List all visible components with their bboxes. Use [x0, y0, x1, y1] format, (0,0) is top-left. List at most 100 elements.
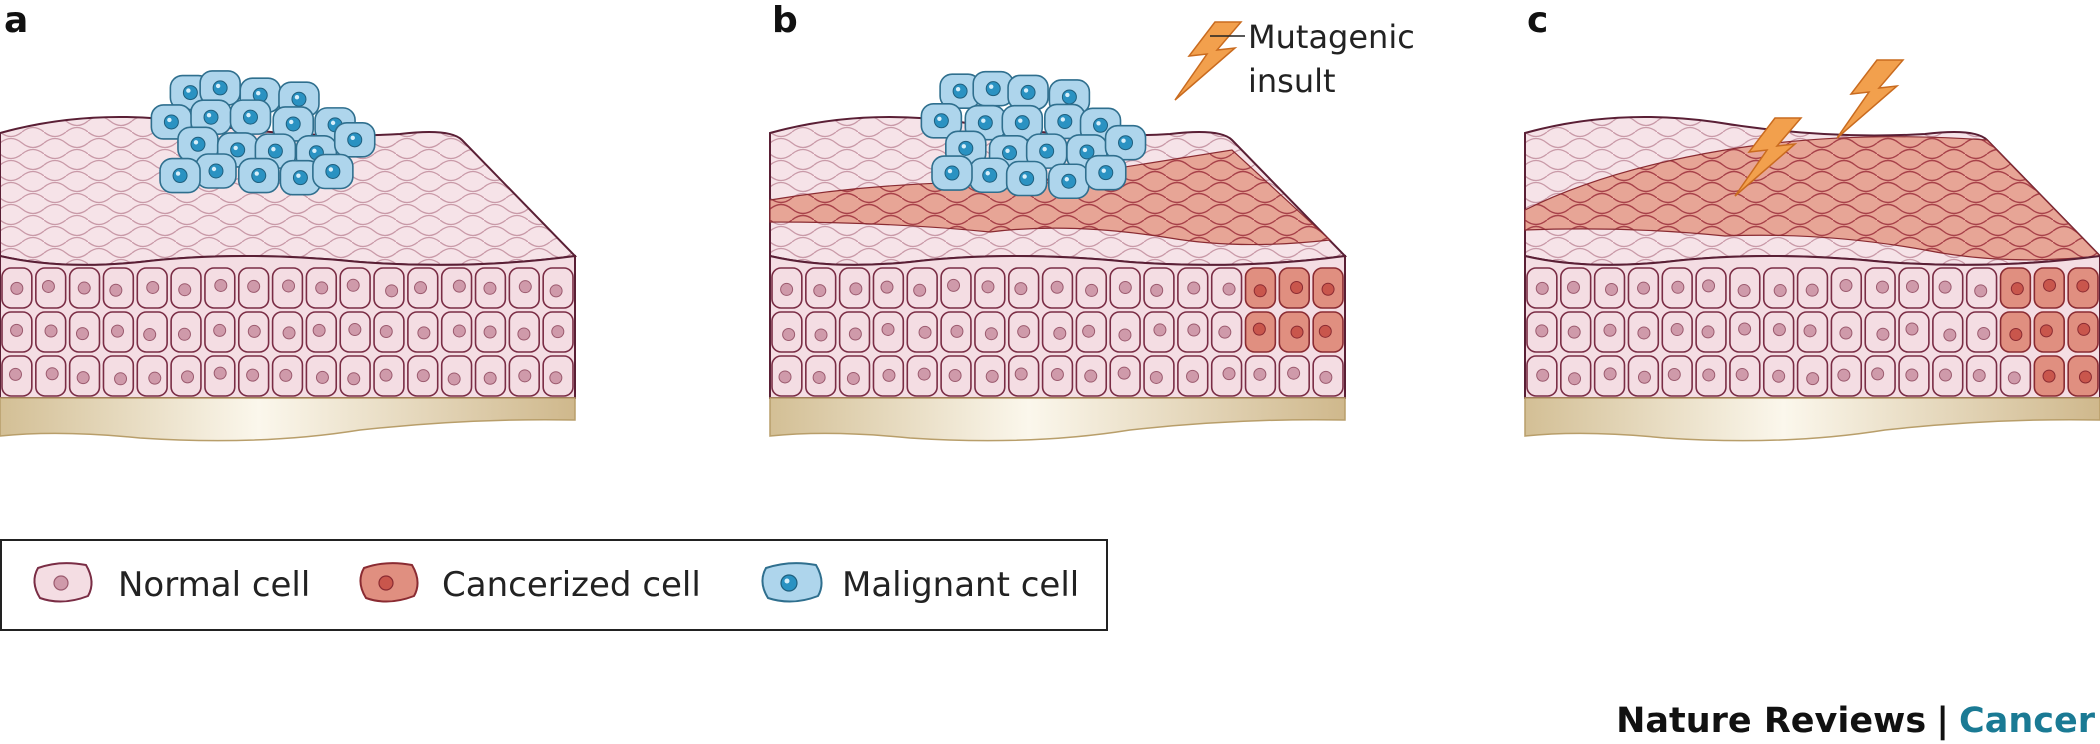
cell-nucleus: [190, 136, 206, 152]
cell-nucleus: [1318, 324, 1332, 338]
nucleolus: [246, 112, 251, 118]
cell-nucleus: [950, 324, 964, 338]
cell-nucleus: [981, 280, 995, 294]
cell-nucleus: [347, 132, 363, 148]
cell-nucleus: [163, 114, 179, 130]
cell-nucleus: [279, 368, 293, 382]
cell-nucleus: [952, 83, 968, 99]
cell-nucleus: [984, 327, 998, 341]
basement-membrane: [0, 397, 576, 442]
cell-nucleus: [1017, 325, 1031, 339]
cell-nucleus: [1084, 369, 1098, 383]
cell-nucleus: [181, 370, 195, 384]
cell-nucleus: [2076, 279, 2090, 293]
cell-nucleus: [1637, 370, 1651, 384]
cell-nucleus: [347, 372, 361, 386]
cell-nucleus: [267, 143, 283, 159]
cell-nucleus: [1603, 323, 1617, 337]
cell-nucleus: [483, 325, 497, 339]
annotation-line-1: Mutagenic: [1248, 18, 1415, 56]
nucleolus: [167, 117, 172, 123]
cell-nucleus: [483, 281, 497, 295]
cell-nucleus: [2042, 369, 2056, 383]
cell-nucleus: [41, 279, 55, 293]
cell-nucleus: [944, 165, 960, 181]
cell-nucleus: [1977, 327, 1991, 341]
cell-nucleus: [1806, 372, 1820, 386]
cell-nucleus: [1876, 327, 1890, 341]
nucleolus: [985, 171, 990, 176]
cell-nucleus: [346, 278, 360, 292]
cell-nucleus: [251, 168, 267, 184]
cell-nucleus: [549, 371, 563, 385]
legend-normal-icon: [33, 562, 93, 603]
legend-malignant-label: Malignant cell: [842, 565, 1079, 605]
nucleolus: [215, 83, 221, 89]
cell-nucleus: [348, 323, 362, 337]
cell-nucleus: [44, 324, 58, 338]
malignant-cell-cluster: [920, 70, 1147, 200]
cell-nucleus: [1061, 89, 1077, 105]
cell-nucleus: [1253, 284, 1267, 298]
cell-nucleus: [778, 370, 792, 384]
legend-cancerized-label: Cancerized cell: [442, 565, 701, 605]
brand-credit: Nature Reviews|Cancer: [1616, 701, 2096, 741]
cell-nucleus: [2007, 371, 2021, 385]
cell-nucleus: [985, 81, 1001, 97]
cell-nucleus: [551, 325, 565, 339]
cell-nucleus: [1014, 367, 1028, 381]
cell-nucleus: [2043, 278, 2057, 292]
cell-nucleus: [77, 281, 91, 295]
cell-nucleus: [110, 324, 124, 338]
cell-nucleus: [1702, 279, 1716, 293]
annotation-line-2: insult: [1248, 62, 1336, 100]
nucleolus: [947, 168, 953, 174]
cell-nucleus: [1735, 368, 1749, 382]
cell-nucleus: [1875, 280, 1889, 294]
nucleolus: [233, 145, 238, 151]
cell-nucleus: [1805, 283, 1819, 297]
cell-nucleus: [452, 324, 466, 338]
cell-nucleus: [315, 281, 329, 295]
cell-nucleus: [1085, 283, 1099, 297]
cell-nucleus: [1253, 367, 1267, 381]
cell-nucleus: [208, 163, 224, 179]
cell-nucleus: [45, 367, 59, 381]
cell-nucleus: [75, 327, 89, 341]
cell-nucleus: [177, 327, 191, 341]
cell-nucleus: [282, 279, 296, 293]
cell-nucleus: [1061, 173, 1077, 189]
cell-nucleus: [814, 328, 828, 342]
cell-nucleus: [282, 326, 296, 340]
nucleolus: [186, 88, 191, 93]
nucleolus: [256, 90, 261, 96]
cell-nucleus: [291, 91, 307, 107]
cell-nucleus: [1118, 135, 1134, 151]
cell-nucleus: [416, 369, 430, 383]
cell-nucleus: [1567, 325, 1581, 339]
cell-nucleus: [846, 371, 860, 385]
cell-nucleus: [178, 283, 192, 297]
cell-nucleus: [214, 278, 228, 292]
cell-nucleus: [1014, 282, 1028, 296]
cell-nucleus: [1839, 279, 1853, 293]
cell-nucleus: [2077, 322, 2091, 336]
cell-nucleus: [114, 372, 128, 386]
cell-nucleus: [246, 368, 260, 382]
panels: [0, 59, 2100, 442]
panel-label-b: b: [772, 0, 798, 41]
cell-nucleus: [10, 281, 24, 295]
cell-nucleus: [1535, 324, 1549, 338]
nucleolus: [289, 119, 294, 125]
panel-label-c: c: [1527, 0, 1548, 41]
cell-nucleus: [1905, 322, 1919, 336]
cell-nucleus: [325, 163, 341, 179]
cell-nucleus: [518, 369, 532, 383]
cell-nucleus: [882, 368, 896, 382]
panel-label-a: a: [4, 0, 28, 41]
nucleolus: [350, 135, 355, 141]
nucleolus: [961, 144, 967, 149]
cell-nucleus: [1773, 284, 1787, 298]
cell-nucleus: [977, 115, 993, 131]
